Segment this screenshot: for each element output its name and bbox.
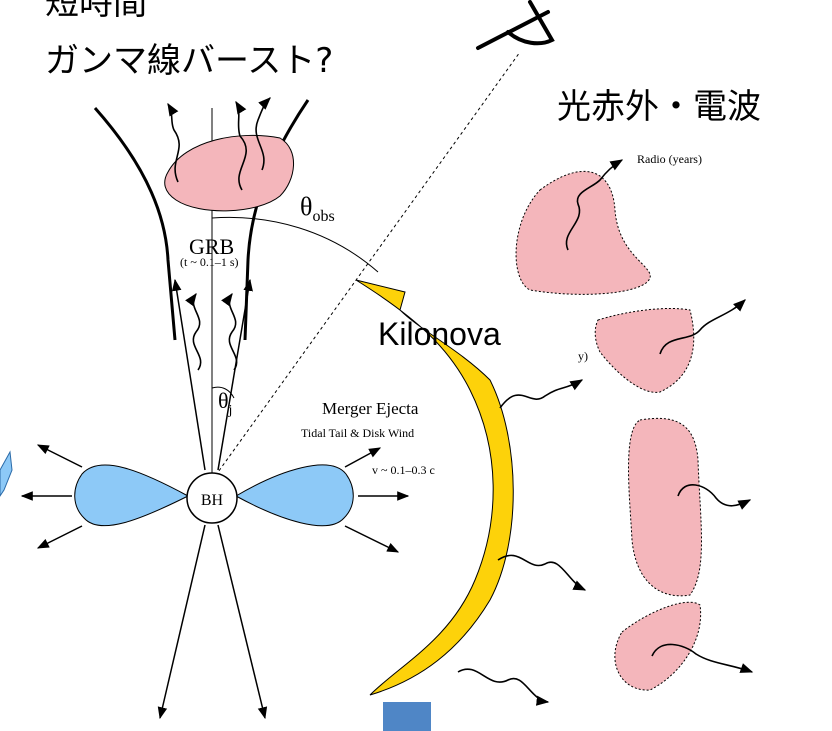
theta-obs-arc bbox=[211, 216, 379, 273]
grb-title: GRB bbox=[189, 234, 234, 259]
jet-funnel bbox=[93, 99, 310, 341]
ejecta-velocity: v ~ 0.1–0.3 c bbox=[372, 463, 435, 477]
partial-label: y) bbox=[578, 349, 588, 363]
jet-photon-wiggles bbox=[185, 292, 238, 371]
black-hole bbox=[186, 472, 238, 524]
caption-gamma-ray-burst: ガンマ線バースト? bbox=[45, 41, 333, 81]
grb-emission-blob bbox=[164, 134, 294, 212]
radio-photon-arrow bbox=[565, 159, 624, 251]
ejecta-title: Merger Ejecta bbox=[322, 399, 419, 418]
disk-wind-left bbox=[74, 464, 190, 527]
grb-photon-arrows bbox=[167, 97, 271, 191]
disk-wind-right bbox=[234, 464, 354, 527]
pink-blob-3-photon-arrow bbox=[677, 484, 752, 510]
theta-j-arc bbox=[211, 386, 235, 399]
kilonova-photon-arrows bbox=[457, 379, 587, 706]
observer-eye-icon bbox=[476, 0, 555, 50]
pink-blob-3 bbox=[628, 417, 702, 597]
line-of-sight bbox=[197, 51, 521, 501]
radio-blob bbox=[515, 170, 651, 295]
kilonova-ejecta bbox=[355, 279, 514, 696]
pink-blob-2 bbox=[594, 308, 695, 393]
caption-short-duration: 短時間 bbox=[45, 0, 147, 23]
pink-blob-4-photon-arrow bbox=[651, 643, 754, 673]
slide-blue-box bbox=[383, 702, 431, 731]
kilonova-caption: Kilonova bbox=[378, 316, 501, 352]
ejecta-arrows bbox=[20, 444, 410, 553]
jet-arrows bbox=[157, 278, 268, 720]
pink-blob-2-photon-arrow bbox=[659, 299, 746, 355]
pink-blob-4 bbox=[614, 601, 702, 691]
radio-label: Radio (years) bbox=[637, 152, 702, 166]
left-edge-shape bbox=[0, 450, 13, 497]
black-hole-label: BH bbox=[201, 492, 224, 509]
grb-time: (t ~ 0.1–1 s) bbox=[180, 255, 239, 269]
theta-obs-label: θobs bbox=[300, 192, 335, 225]
caption-optical-ir-radio: 光赤外・電波 bbox=[557, 87, 761, 127]
ejecta-subtitle: Tidal Tail & Disk Wind bbox=[301, 426, 414, 440]
theta-j-label: θj bbox=[218, 388, 232, 418]
